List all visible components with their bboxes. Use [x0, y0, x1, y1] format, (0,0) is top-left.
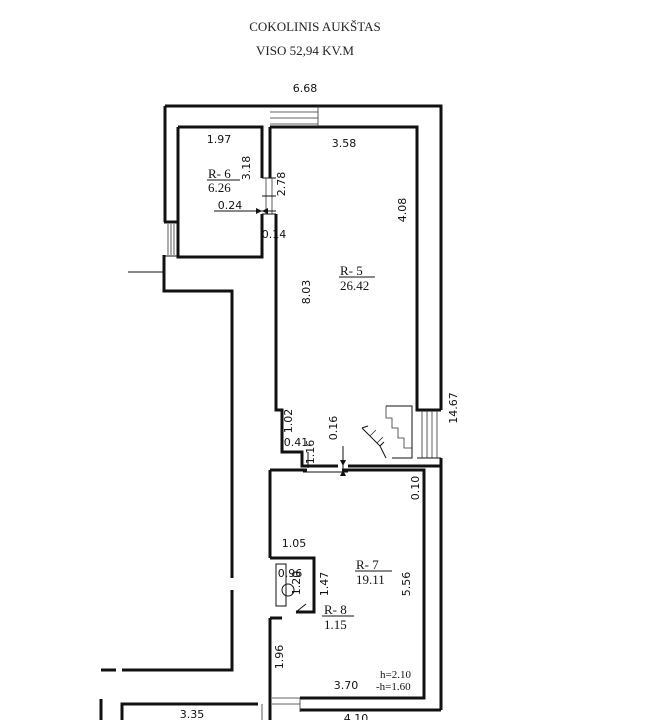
- dim-r7-left: 1.05: [282, 537, 307, 550]
- room-r6-label: R- 6 6.26: [207, 166, 240, 195]
- room-r5-label: R- 5 26.42: [339, 263, 375, 293]
- dim-r6-width: 1.97: [207, 133, 232, 146]
- dim-r7-low-left: 1.96: [273, 645, 286, 670]
- room-r8-walls: [270, 556, 316, 620]
- dim-r5-door: 0.16: [327, 416, 340, 441]
- dim-r6-niche: 0.14: [262, 228, 287, 241]
- dimension-labels: 6.68 1.97 3.18 2.78 0.24 0.14 3.58 4.08 …: [180, 82, 460, 720]
- dim-r5-step-w: 0.41: [284, 436, 309, 449]
- dim-r5-step: 1.02: [282, 409, 295, 434]
- dimension-lines: [128, 195, 348, 476]
- svg-text:R- 6: R- 6: [208, 166, 231, 181]
- floor-total-area: VISO 52,94 KV.M: [256, 43, 354, 58]
- dim-r8-w: 0.96: [278, 567, 303, 580]
- dim-r7-bottom: 3.70: [334, 679, 359, 692]
- dim-r6-wall: 0.24: [218, 199, 243, 212]
- dim-top-overall: 6.68: [293, 82, 318, 95]
- dim-r5-top: 3.58: [332, 137, 357, 150]
- height-notes: h=2.10 -h=1.60: [376, 669, 411, 693]
- dim-overall-right: 14.67: [447, 392, 460, 424]
- svg-text:R- 5: R- 5: [340, 263, 363, 278]
- dim-r7-right: 5.56: [400, 572, 413, 597]
- outer-walls: [99, 104, 443, 720]
- dim-bottom-left: 3.35: [180, 708, 205, 720]
- svg-text:1.15: 1.15: [324, 617, 347, 632]
- svg-text:19.11: 19.11: [356, 572, 385, 587]
- height-note-2: -h=1.60: [376, 681, 411, 693]
- svg-text:26.42: 26.42: [340, 278, 369, 293]
- room-r8-label: R- 8 1.15: [322, 602, 354, 632]
- svg-text:R- 7: R- 7: [356, 557, 379, 572]
- dim-r6-opening: 2.78: [275, 172, 288, 197]
- toilet-icon: [281, 583, 295, 597]
- svg-text:6.26: 6.26: [208, 180, 231, 195]
- dim-r7-top-w: 0.10: [409, 476, 422, 501]
- svg-text:R- 8: R- 8: [324, 602, 347, 617]
- dim-r5-step-b: 1.16: [304, 440, 317, 465]
- height-note-1: h=2.10: [380, 669, 411, 681]
- room-r7-label: R- 7 19.11: [355, 557, 392, 587]
- dim-bottom-right: 4.10: [344, 712, 369, 720]
- floor-title: COKOLINIS AUKŠTAS: [249, 19, 381, 34]
- dim-r8-h: 1.20: [290, 571, 303, 596]
- dim-r5-length: 8.03: [300, 280, 313, 305]
- dim-r6-depth: 3.18: [240, 156, 253, 181]
- room-r6-walls: [165, 125, 264, 259]
- dim-r5-right: 4.08: [396, 198, 409, 223]
- dim-r8-side: 1.47: [318, 572, 331, 597]
- room-r7-walls: [261, 468, 426, 720]
